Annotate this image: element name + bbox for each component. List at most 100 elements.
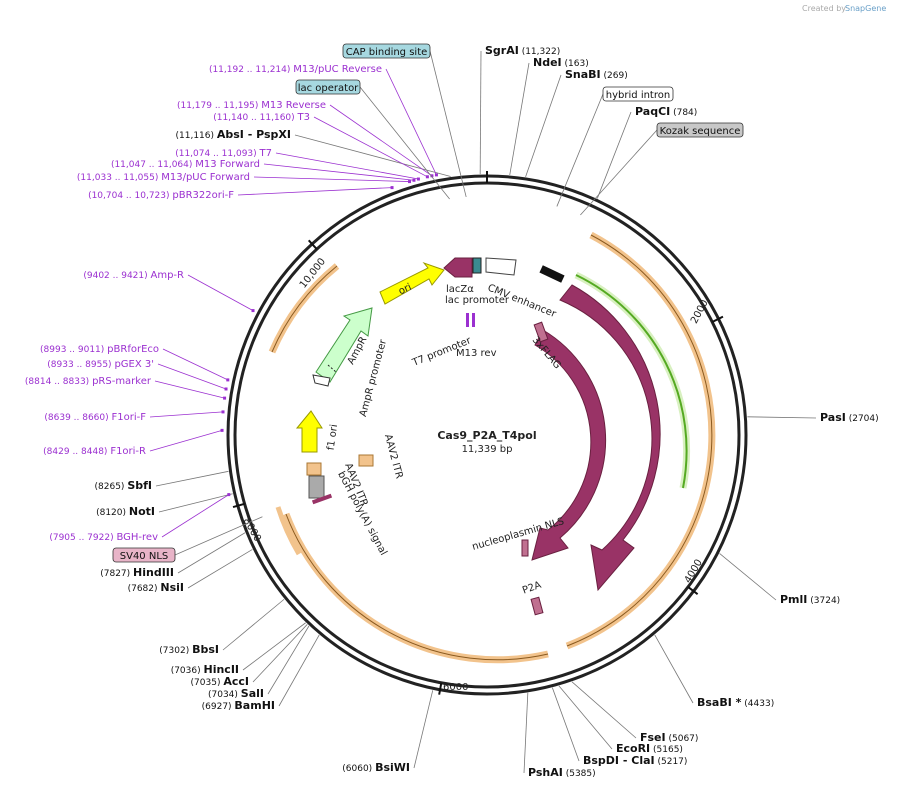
f1-ori-label: f1 ori: [326, 424, 341, 451]
enzyme-label: PaqCI (784): [635, 105, 697, 118]
feature-leader: [174, 516, 263, 556]
enzyme-label: (7682) NsiI: [128, 581, 184, 594]
primer-label: (8814 .. 8833) pRS-marker: [25, 376, 152, 387]
bgh-rev-mark: [311, 493, 333, 505]
leader-noti: [158, 493, 233, 513]
leader-ecori: [558, 685, 613, 750]
primer-leader: [275, 152, 419, 180]
leader-snabi: [525, 74, 562, 177]
primer-leader: [237, 187, 393, 196]
leader-absi: [294, 134, 451, 177]
primer-mark: [226, 378, 230, 382]
primer-mark: [416, 177, 420, 181]
orf-arc-small: [275, 506, 302, 556]
enzyme-label: PasI (2704): [820, 411, 879, 424]
primer-leader: [161, 494, 230, 538]
primer-leader: [253, 176, 410, 182]
leader-ndei: [509, 62, 530, 176]
primer-mark: [412, 178, 416, 182]
snapgene-logo: SnapGene: [845, 4, 886, 13]
enzyme-label: BsaBI * (4433): [697, 696, 774, 709]
primer-mark: [251, 309, 255, 313]
enzyme-label: (7036) HincII: [171, 663, 239, 676]
plasmid-name: Cas9_P2A_T4pol: [437, 429, 536, 442]
ori-label: ori: [397, 282, 413, 297]
primer-label: (8429 .. 8448) F1ori-R: [43, 446, 146, 457]
orf-arc-cas9-core: [566, 234, 713, 647]
feature-leader: [556, 93, 604, 207]
primer-label: (9402 .. 9421) Amp-R: [83, 270, 184, 281]
leader-bsabi: [654, 634, 694, 704]
enzyme-label: (6927) BamHI: [202, 699, 275, 712]
t7-promoter-mark: [466, 313, 469, 327]
m13-rev-mark: [472, 313, 475, 327]
primer-label: (11,047 .. 11,064) M13 Forward: [111, 159, 260, 170]
ampr-dash: [327, 364, 337, 373]
cas9-label-outer: Cas9: [659, 439, 674, 465]
lacz-alpha-arrow: [443, 257, 473, 278]
primer-leader: [313, 116, 428, 178]
leader-bamhi: [278, 634, 320, 707]
enzyme-label: (6060) BsiWI: [342, 761, 410, 774]
feature-leader: [429, 50, 467, 198]
enzyme-label: (7035) AccI: [191, 675, 249, 688]
enzyme-label: PmlI (3724): [780, 593, 840, 606]
enzyme-label: SgrAI (11,322): [485, 44, 560, 57]
feature-box: [342, 43, 431, 59]
tick-1: [711, 315, 724, 323]
leader-acci: [252, 624, 308, 683]
leader-pshai: [523, 692, 529, 774]
enzyme-label: (8120) NotI: [96, 505, 155, 518]
leader-hindiii: [177, 532, 246, 574]
feature-box-label: CAP binding site: [346, 47, 428, 58]
nucleoplasmin-nls-mark: [521, 539, 529, 557]
primer-mark: [390, 186, 394, 190]
leader-bspdi: [551, 687, 580, 762]
primer-mark: [223, 396, 227, 400]
leader-sbfi: [155, 470, 229, 487]
feature-leader: [359, 86, 450, 200]
leader-bbsi: [222, 598, 285, 651]
feature-box: [602, 86, 674, 102]
primer-label: (11,033 .. 11,055) M13/pUC Forward: [77, 172, 250, 183]
enzyme-label: FseI (5067): [640, 731, 698, 744]
enzyme-label: (7827) HindIII: [100, 566, 174, 579]
leader-paqci: [596, 111, 632, 199]
cas9-arrow-inner: [531, 329, 607, 561]
primer-label: (7905 .. 7922) BGH-rev: [49, 532, 158, 543]
enzyme-label: (8265) SbfI: [95, 479, 152, 492]
enzyme-label: BspDI - ClaI (5217): [583, 754, 687, 767]
leader-bsiwi: [413, 690, 434, 769]
leader-nsii: [187, 549, 253, 589]
lac-operator-mark: [472, 257, 482, 274]
enzyme-label: (7302) BbsI: [159, 643, 219, 656]
leader-sali: [267, 625, 310, 695]
primer-mark: [430, 174, 434, 178]
primer-leader: [157, 363, 227, 390]
leader-lines: [149, 50, 817, 774]
cas9-arrow-outer: [559, 284, 661, 592]
lac-promoter-label: lac promoter: [445, 295, 510, 306]
leader-hincii: [242, 622, 306, 671]
primer-leader: [162, 348, 228, 381]
orf-arc-left-core: [271, 265, 338, 353]
primer-leader: [187, 274, 254, 311]
leader-fsei: [571, 681, 637, 739]
feature-box-label: hybrid intron: [606, 90, 670, 101]
aav2-itr-label-1: AAV2 ITR: [382, 433, 404, 480]
tick-2: [687, 586, 699, 595]
enzyme-label: SnaBI (269): [565, 68, 628, 81]
feature-box-label: lac operator: [298, 83, 359, 94]
primer-mark: [227, 493, 231, 497]
primer-mark: [434, 173, 438, 177]
feature-box: [295, 79, 361, 95]
primer-label: (10,704 .. 10,723) pBR322ori-F: [88, 190, 234, 201]
primer-label: (8993 .. 9011) pBRforEco: [40, 344, 159, 355]
feature-leader: [580, 129, 658, 216]
aav2-itr-box-left: [306, 462, 322, 476]
green-orf-arc-core: [575, 274, 688, 489]
feature-box-label: SV40 NLS: [120, 551, 169, 562]
primer-label: (8933 .. 8955) pGEX 3': [47, 359, 154, 370]
enzyme-label: PshAI (5385): [528, 766, 596, 779]
